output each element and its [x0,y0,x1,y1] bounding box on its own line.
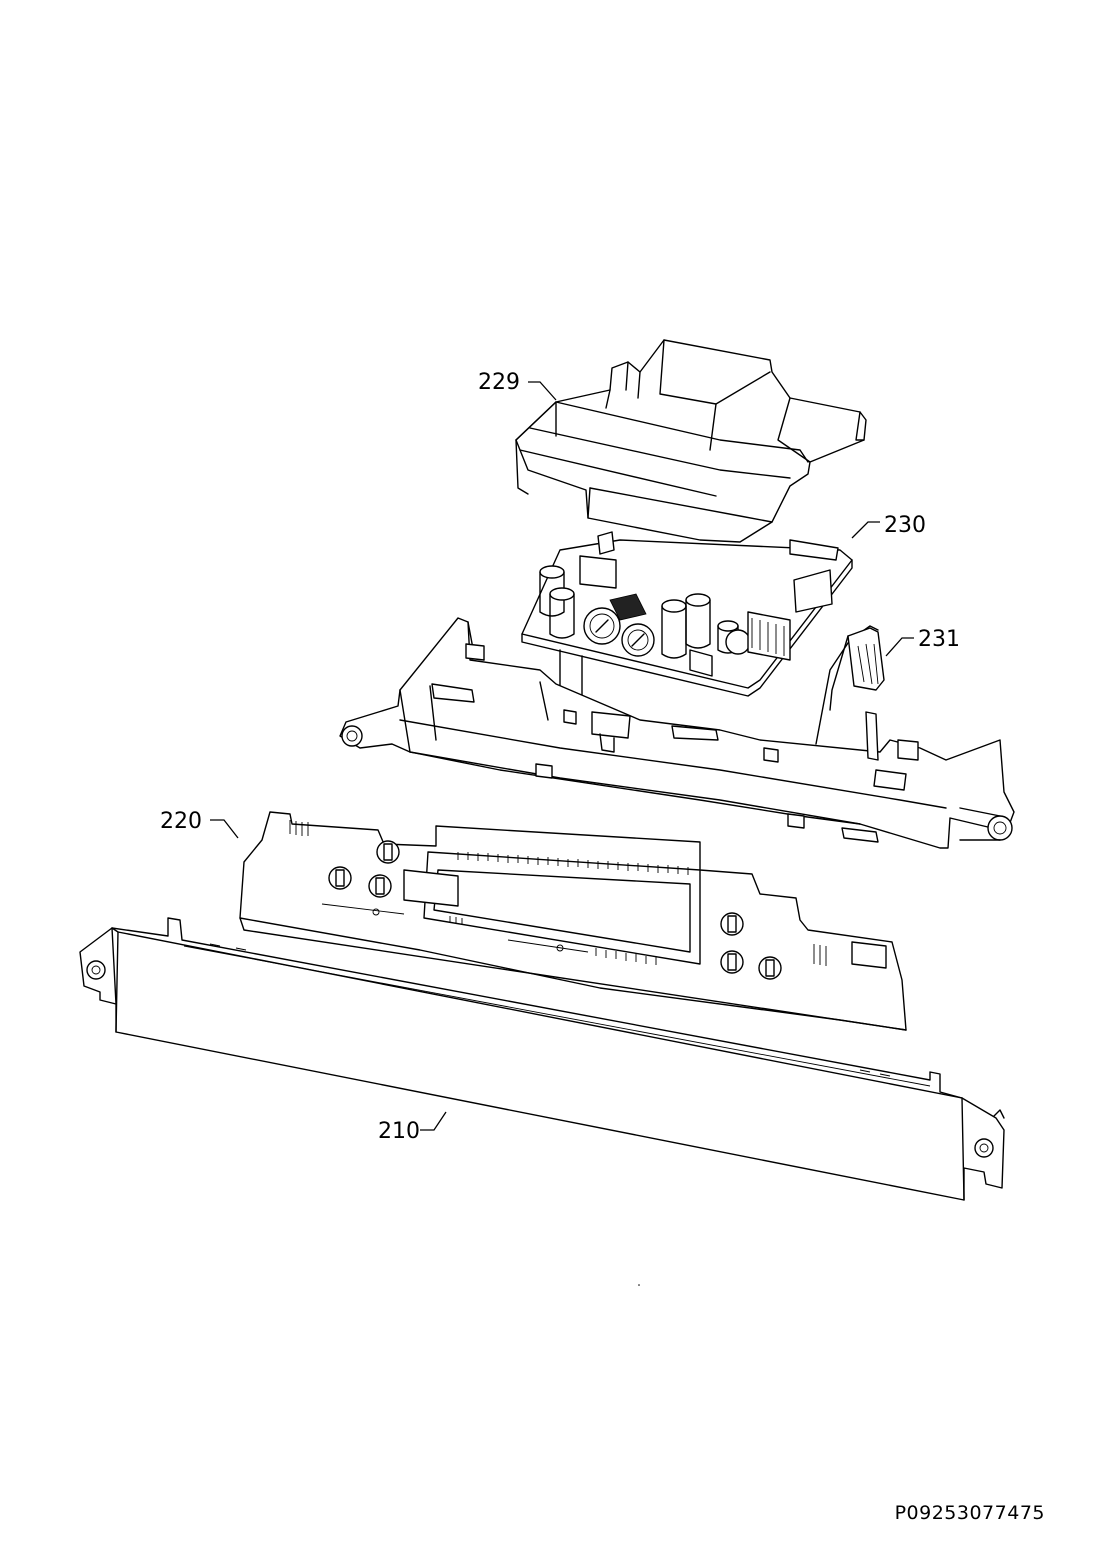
label-220: 220 [160,809,202,834]
part-220-display-board [239,811,907,1031]
part-230-circuit-board [521,531,853,697]
part-210-front-panel [79,917,1005,1201]
label-230-group: 230 [851,513,926,539]
leader-220 [210,819,239,839]
label-220-group: 220 [160,809,239,839]
label-229-group: 229 [478,370,557,401]
part-231-frame [339,617,1015,849]
label-210: 210 [378,1119,420,1144]
label-231: 231 [918,627,960,652]
label-210-group: 210 [378,1111,447,1144]
document-code: P09253077475 [894,1502,1045,1524]
tact-switches [328,840,782,980]
label-230: 230 [884,513,926,538]
label-229: 229 [478,370,520,395]
label-231-group: 231 [885,627,960,657]
stray-dot [638,1284,640,1286]
leader-231 [885,637,914,657]
leader-230 [851,521,880,539]
leader-210 [420,1111,447,1131]
leader-229 [528,381,557,401]
